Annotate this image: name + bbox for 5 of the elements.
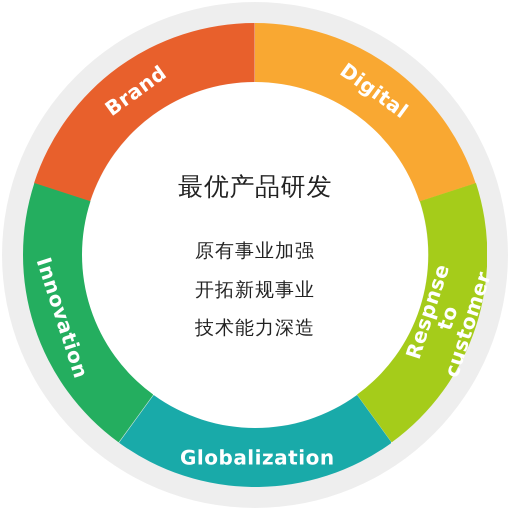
center-text: 技术能力深造: [195, 316, 315, 341]
segment-label: Globalization: [180, 447, 330, 468]
center-text: 原有事业加强: [195, 239, 315, 264]
center-title: 最优产品研发: [178, 170, 332, 202]
center-text: 开拓新规事业: [195, 278, 315, 302]
